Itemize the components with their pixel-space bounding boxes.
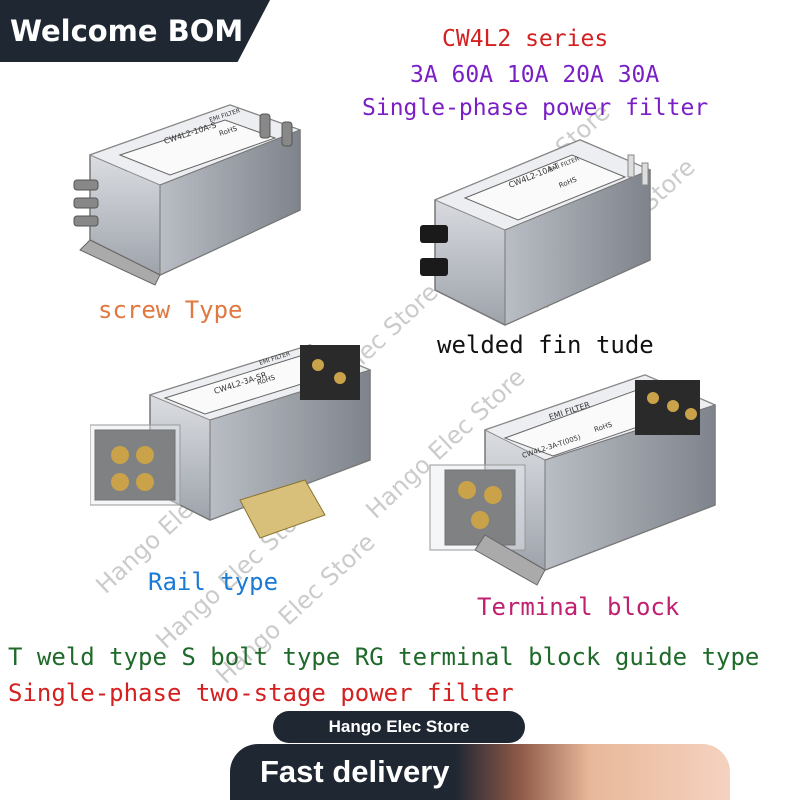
welcome-badge: Welcome BOM [0,0,270,62]
terminal-block-filter-image: CW4L2-3A-T(005) EMI FILTER RoHS [429,374,717,586]
screw-type-filter-image: CW4L2-10A-S RoHS EMI FILTER [73,104,302,286]
terminal-block-label: Terminal block [477,593,680,621]
stage-description: Single-phase two-stage power filter [8,679,514,707]
fast-delivery-text: Fast delivery [260,754,450,789]
store-name-badge: Hango Elec Store [273,711,525,743]
screw-type-label: screw Type [98,296,243,324]
current-ratings: 3A 60A 10A 20A 30A [410,62,660,88]
type-description: T weld type S bolt type RG terminal bloc… [8,643,760,671]
welded-fin-label: welded fin tude [437,331,654,359]
product-subtitle: Single-phase power filter [362,95,709,121]
rail-type-label: Rail type [148,568,279,596]
series-title: CW4L2 series [442,26,609,52]
fast-delivery-banner: Fast delivery [230,744,730,800]
welded-fin-filter-image: CW4L2-10A-T EMI FILTER RoHS [420,139,652,326]
rail-type-filter-image: CW4L2-3A-SR EMI FILTER RoHS [90,344,372,539]
